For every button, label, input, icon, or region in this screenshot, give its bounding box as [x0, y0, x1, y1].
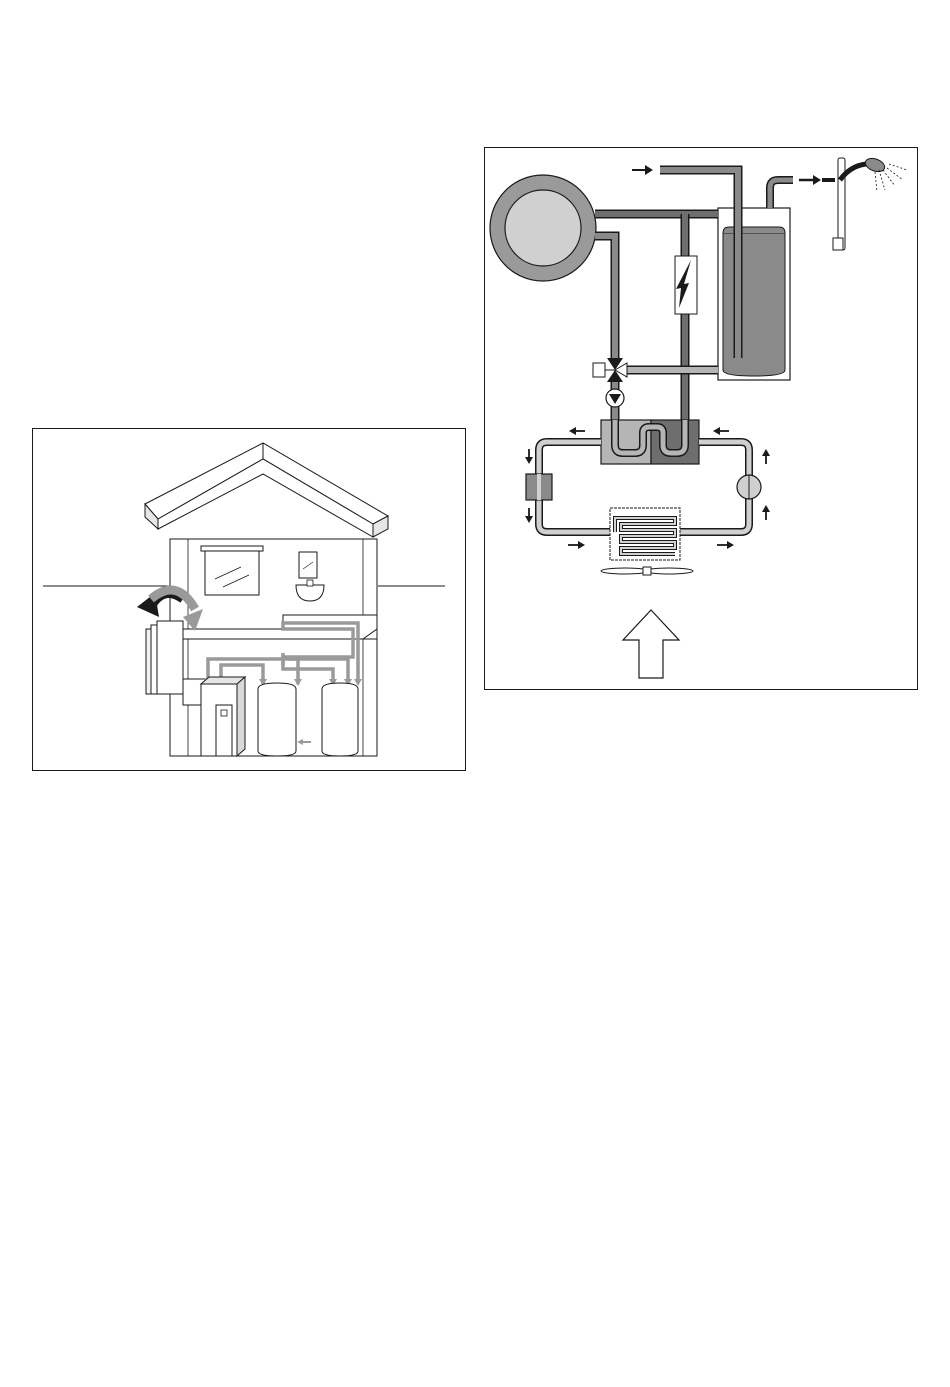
heat-pump-unit-icon — [201, 677, 245, 756]
fan-icon — [601, 567, 693, 575]
lightning-icon — [675, 214, 697, 433]
window-icon — [201, 546, 263, 595]
heat-pump-schematic — [485, 148, 917, 689]
expansion-valve-icon — [526, 474, 552, 500]
compressor-icon — [737, 475, 761, 499]
boiler-icon — [322, 683, 358, 756]
boiler-return-pipe — [595, 236, 615, 358]
mirror — [299, 552, 317, 578]
arrow-up-icon — [623, 610, 679, 678]
heat-pump-schematic-figure — [484, 147, 918, 690]
valve-icon — [593, 358, 627, 382]
hot-water-pipe — [770, 175, 835, 208]
roof-icon — [145, 443, 388, 537]
house-installation-figure — [32, 428, 466, 771]
storage-cylinder-icon — [718, 208, 790, 380]
shower-head-icon — [833, 156, 907, 250]
heat-exchanger-icon — [601, 420, 699, 464]
boiler-icon — [490, 175, 596, 281]
arrow-right-icon — [645, 165, 653, 175]
house-illustration — [33, 429, 465, 770]
evaporator-icon — [610, 508, 680, 560]
